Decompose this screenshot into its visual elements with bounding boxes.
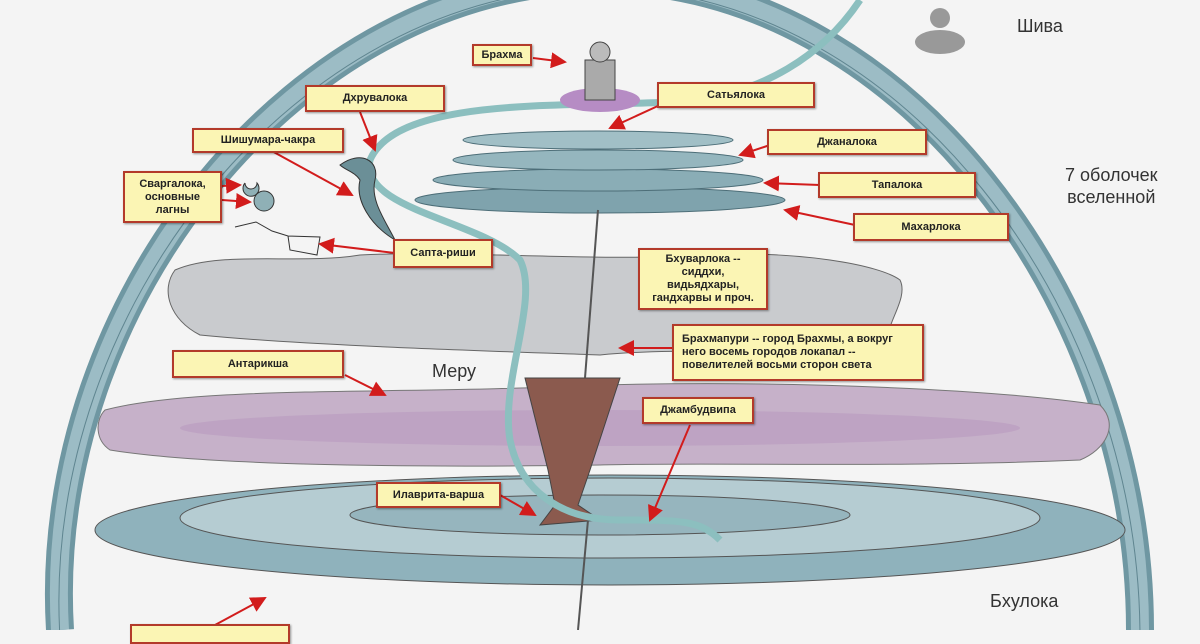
- label-shishumara: Шишумара-чакра: [192, 128, 344, 153]
- meru-label: Меру: [432, 361, 477, 381]
- label-jambudvipa: Джамбудвипа: [642, 397, 754, 424]
- label-line: Брахмапури -- город Брахмы, а вокруг: [682, 333, 893, 345]
- label-tapaloka: Тапалока: [818, 172, 976, 198]
- label-satyaloka: Сатьялока: [657, 82, 815, 108]
- label-line: сиддхи,: [681, 266, 725, 278]
- label-line: Бхуварлока --: [665, 253, 741, 265]
- label-line: Сваргалока,: [139, 177, 206, 190]
- label-line: видьядхары,: [666, 279, 740, 291]
- saptarishi-stars: [234, 221, 321, 256]
- label-line: него восемь городов локапал --: [682, 346, 856, 358]
- label-line: повелителей восьми сторон света: [682, 359, 872, 371]
- label-brahma: Брахма: [472, 44, 532, 66]
- label-dhruvaloka: Дхрувалока: [305, 85, 445, 112]
- bhuloka-label: Бхулока: [990, 591, 1059, 611]
- pointer-arrows: [214, 52, 856, 626]
- label-janaloka: Джаналока: [767, 129, 927, 155]
- shiva-figure: [915, 8, 965, 54]
- bhuloka-disc: [94, 474, 1126, 586]
- label-line: гандхарвы и проч.: [652, 292, 754, 304]
- upper-lokas: [414, 130, 786, 214]
- label-ilavrita: Илаврита-варша: [376, 482, 501, 508]
- label-line: основные: [145, 190, 200, 203]
- shiva-label: Шива: [1017, 16, 1063, 36]
- shells-line: вселенной: [1067, 187, 1156, 207]
- dolphin-figure: [339, 157, 397, 242]
- label-saptarishi: Сапта-риши: [393, 239, 493, 268]
- brahma-figure: [560, 41, 640, 112]
- shells-line: 7 оболочек: [1065, 165, 1158, 185]
- label-line: лагны: [155, 203, 190, 216]
- label-bottom-cut: [130, 624, 290, 644]
- universe-shells: [44, 0, 1154, 630]
- label-antariksha: Антарикша: [172, 350, 344, 378]
- label-bhuvarloka: Бхуварлока --сиддхи,видьядхары,гандхарвы…: [638, 248, 768, 310]
- label-maharloka: Махарлока: [853, 213, 1009, 241]
- cosmology-diagram: [44, 0, 1154, 630]
